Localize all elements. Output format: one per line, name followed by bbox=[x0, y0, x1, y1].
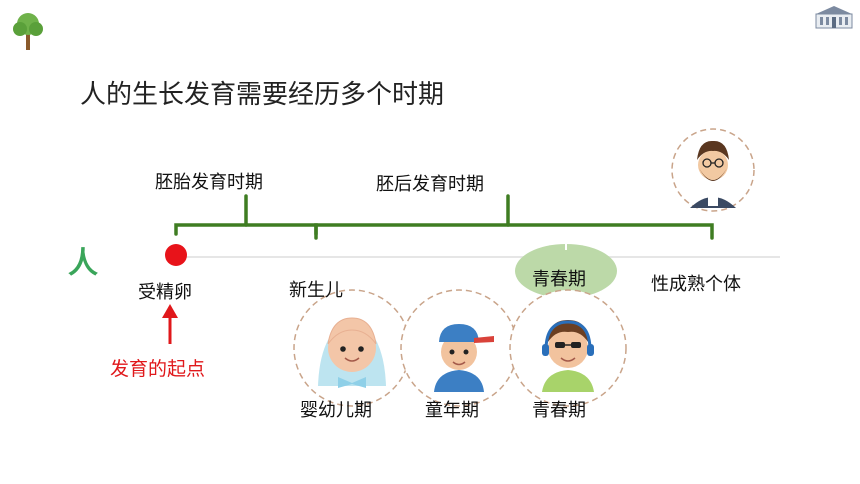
embryonic-period-label: 胚胎发育时期 bbox=[155, 172, 263, 193]
adult-label: 性成熟个体 bbox=[651, 274, 741, 295]
stage-puberty-label: 青春期 bbox=[532, 400, 586, 421]
subject-label: 人 bbox=[68, 246, 98, 281]
bearded-man-icon bbox=[671, 128, 755, 212]
boy-cap-icon bbox=[400, 289, 518, 407]
postnatal-period-label: 胚后发育时期 bbox=[376, 174, 484, 195]
puberty-bubble-label: 青春期 bbox=[532, 269, 586, 290]
puberty-bubble bbox=[515, 244, 617, 298]
teen-headphones-icon bbox=[509, 289, 627, 407]
page-title: 人的生长发育需要经历多个时期 bbox=[80, 80, 445, 110]
stage-infant-label: 婴幼儿期 bbox=[300, 400, 372, 421]
infant-icon bbox=[293, 289, 411, 407]
fertilized-egg-label: 受精卵 bbox=[138, 282, 192, 303]
start-point-annotation: 发育的起点 bbox=[110, 358, 206, 380]
newborn-label: 新生儿 bbox=[289, 280, 343, 301]
fertilized-egg-dot bbox=[165, 244, 187, 266]
postnatal-bracket bbox=[314, 223, 714, 240]
stage-childhood-label: 童年期 bbox=[425, 400, 479, 421]
